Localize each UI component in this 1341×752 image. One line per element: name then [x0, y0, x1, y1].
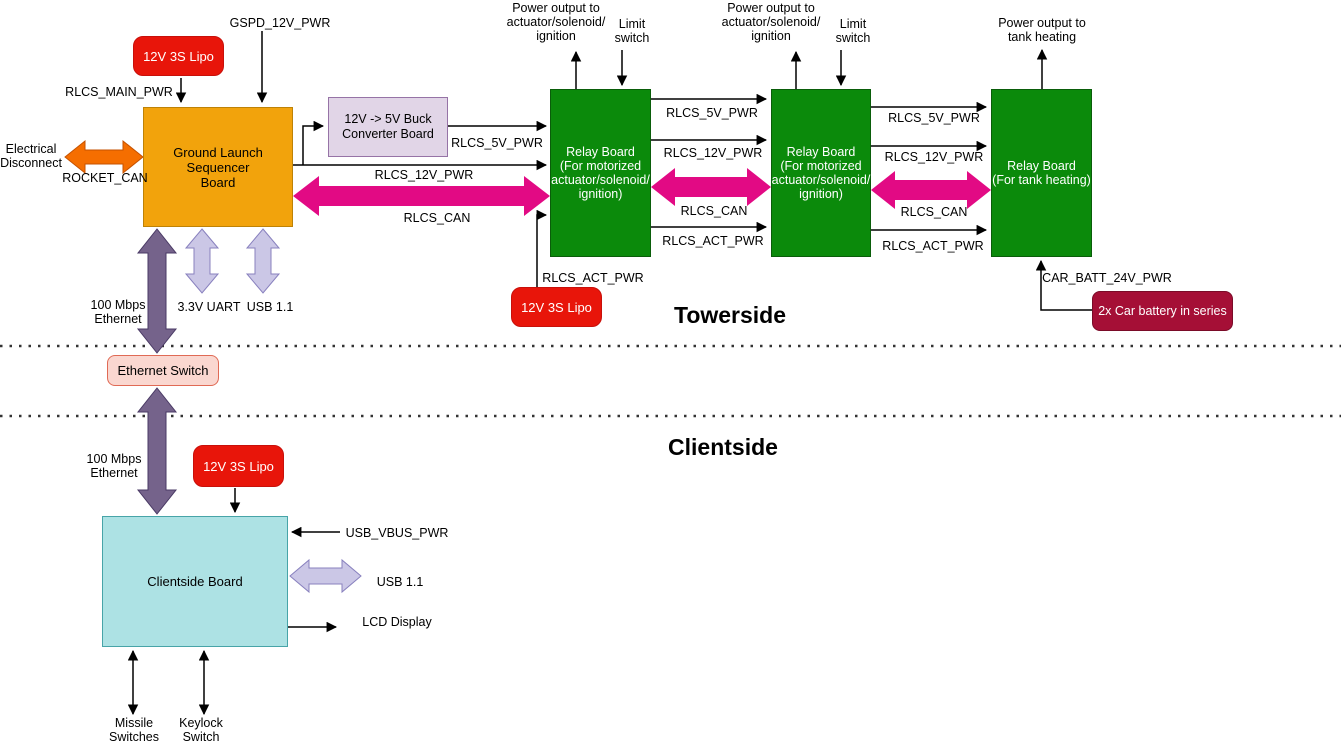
towerside-title: Towerside	[673, 302, 787, 328]
usb-label-1: USB 1.1	[246, 300, 294, 314]
gspd-12v-pwr-label: GSPD_12V_PWR	[229, 16, 331, 30]
rocket-can-label: ROCKET_CAN	[62, 171, 148, 185]
electrical-disconnect-arrow	[64, 139, 144, 175]
car-batt-24v-pwr-label: CAR_BATT_24V_PWR	[1042, 271, 1172, 285]
power-output-label-1: Power output to actuator/solenoid/ ignit…	[506, 1, 606, 43]
rlcs-5v-pwr-label-1: RLCS_5V_PWR	[451, 136, 543, 150]
lipo-battery-towerside-main: 12V 3S Lipo	[133, 36, 224, 76]
power-output-label-2: Power output to actuator/solenoid/ ignit…	[721, 1, 821, 43]
rlcs-can-label-2: RLCS_CAN	[680, 204, 748, 218]
car-batt-24v-pwr-arrow	[1035, 259, 1092, 311]
lipo-battery-towerside-act: 12V 3S Lipo	[511, 287, 602, 327]
rlcs-can-label-1: RLCS_CAN	[403, 211, 471, 225]
buck-converter-board: 12V -> 5V Buck Converter Board	[328, 97, 448, 157]
usb-vbus-pwr-label: USB_VBUS_PWR	[345, 526, 449, 540]
rlcs-act-pwr-label-1: RLCS_ACT_PWR	[542, 271, 644, 285]
rlcs-5v-pwr-label-2: RLCS_5V_PWR	[666, 106, 758, 120]
clientside-board: Clientside Board	[102, 516, 288, 647]
keylock-switch-label: Keylock Switch	[179, 716, 223, 744]
lipo-battery-clientside: 12V 3S Lipo	[193, 445, 284, 487]
rlcs-act-pwr-label-2: RLCS_ACT_PWR	[662, 234, 764, 248]
lcd-display-label: LCD Display	[362, 615, 432, 629]
rlcs-12v-pwr-label-1: RLCS_12V_PWR	[374, 168, 474, 182]
electrical-disconnect-label: Electrical Disconnect	[0, 142, 62, 170]
relay-board-1: Relay Board (For motorized actuator/sole…	[550, 89, 651, 257]
rlcs-can-label-3: RLCS_CAN	[900, 205, 968, 219]
buck-input-branch-arrow	[302, 120, 325, 165]
usb-arrow-gls	[245, 228, 281, 294]
car-battery-box: 2x Car battery in series	[1092, 291, 1233, 331]
rlcs-main-pwr-label: RLCS_MAIN_PWR	[65, 85, 173, 99]
rlcs-5v-pwr-label-3: RLCS_5V_PWR	[888, 111, 980, 125]
ethernet-label-2: 100 Mbps Ethernet	[86, 452, 142, 480]
rlcs-12v-pwr-label-2: RLCS_12V_PWR	[663, 146, 763, 160]
ground-launch-sequencer-board: Ground Launch Sequencer Board	[143, 107, 293, 227]
usb-label-2: USB 1.1	[376, 575, 424, 589]
ethernet-label-1: 100 Mbps Ethernet	[90, 298, 146, 326]
ethernet-arrow-switch-clientside	[136, 387, 178, 515]
limit-switch-label-1: Limit switch	[614, 17, 650, 45]
relay-board-tank-heating: Relay Board (For tank heating)	[991, 89, 1092, 257]
ethernet-arrow-gls-switch	[136, 228, 178, 354]
limit-switch-label-2: Limit switch	[835, 17, 871, 45]
power-output-tank-label: Power output to tank heating	[998, 16, 1086, 44]
usb-arrow-clientside	[289, 558, 362, 594]
uart-arrow	[184, 228, 220, 294]
rlcs-can-arrow-gls-relay1	[293, 176, 550, 216]
rlcs-act-pwr-lipo-arrow	[536, 209, 548, 287]
relay-board-2: Relay Board (For motorized actuator/sole…	[771, 89, 871, 257]
clientside-title: Clientside	[668, 434, 778, 460]
rlcs-12v-pwr-label-3: RLCS_12V_PWR	[884, 150, 984, 164]
rlcs-can-arrow-relay2-relay3	[871, 171, 991, 209]
rlcs-act-pwr-label-3: RLCS_ACT_PWR	[882, 239, 984, 253]
ethernet-switch-box: Ethernet Switch	[107, 355, 219, 386]
missile-switches-label: Missile Switches	[108, 716, 160, 744]
uart-label: 3.3V UART	[177, 300, 241, 314]
rlcs-can-arrow-relay1-relay2	[651, 168, 771, 206]
